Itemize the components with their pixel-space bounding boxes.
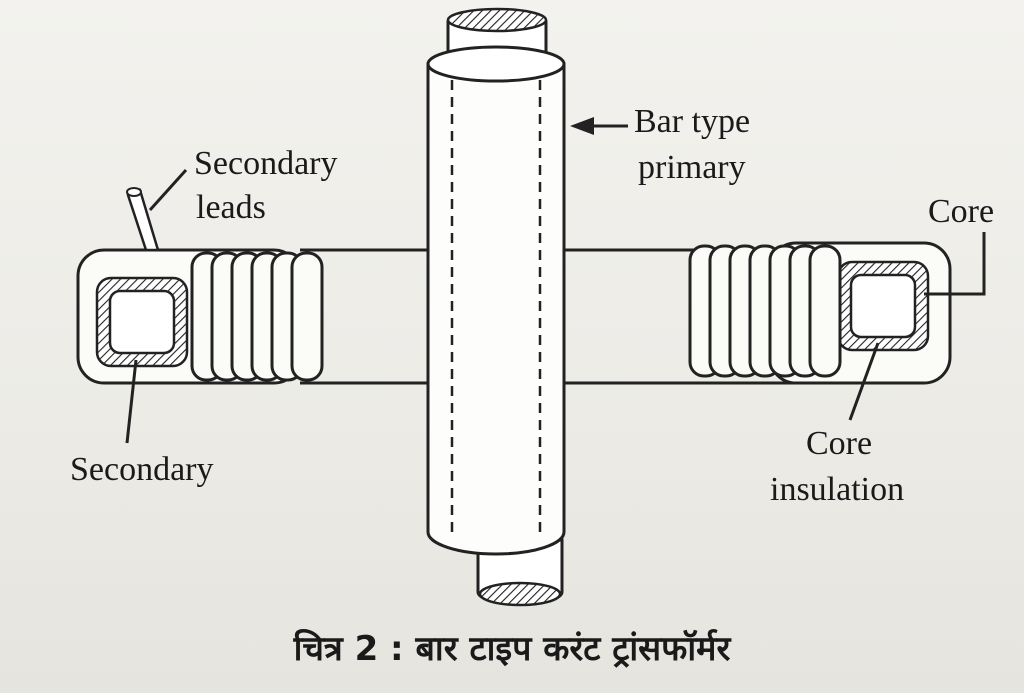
label-secondary-leads-2: leads [196, 189, 266, 226]
leader-lines [125, 168, 986, 444]
left-secondary-winding [190, 251, 324, 382]
label-secondary: Secondary [70, 451, 214, 488]
label-bar-type-2: primary [638, 149, 746, 186]
label-core: Core [928, 193, 995, 230]
bar-type-arrow [570, 117, 628, 135]
label-secondary-leads-1: Secondary [194, 145, 338, 182]
figure-caption: चित्र 2 : बार टाइप करंट ट्रांसफॉर्मर [293, 629, 731, 669]
label-core-insulation-1: Core [806, 425, 873, 462]
label-bar-type-1: Bar type [634, 103, 751, 140]
secondary-lead-wire [126, 187, 160, 252]
bar-primary-conductor [426, 7, 566, 607]
right-secondary-winding [688, 244, 842, 378]
label-core-insulation-2: insulation [770, 471, 905, 508]
